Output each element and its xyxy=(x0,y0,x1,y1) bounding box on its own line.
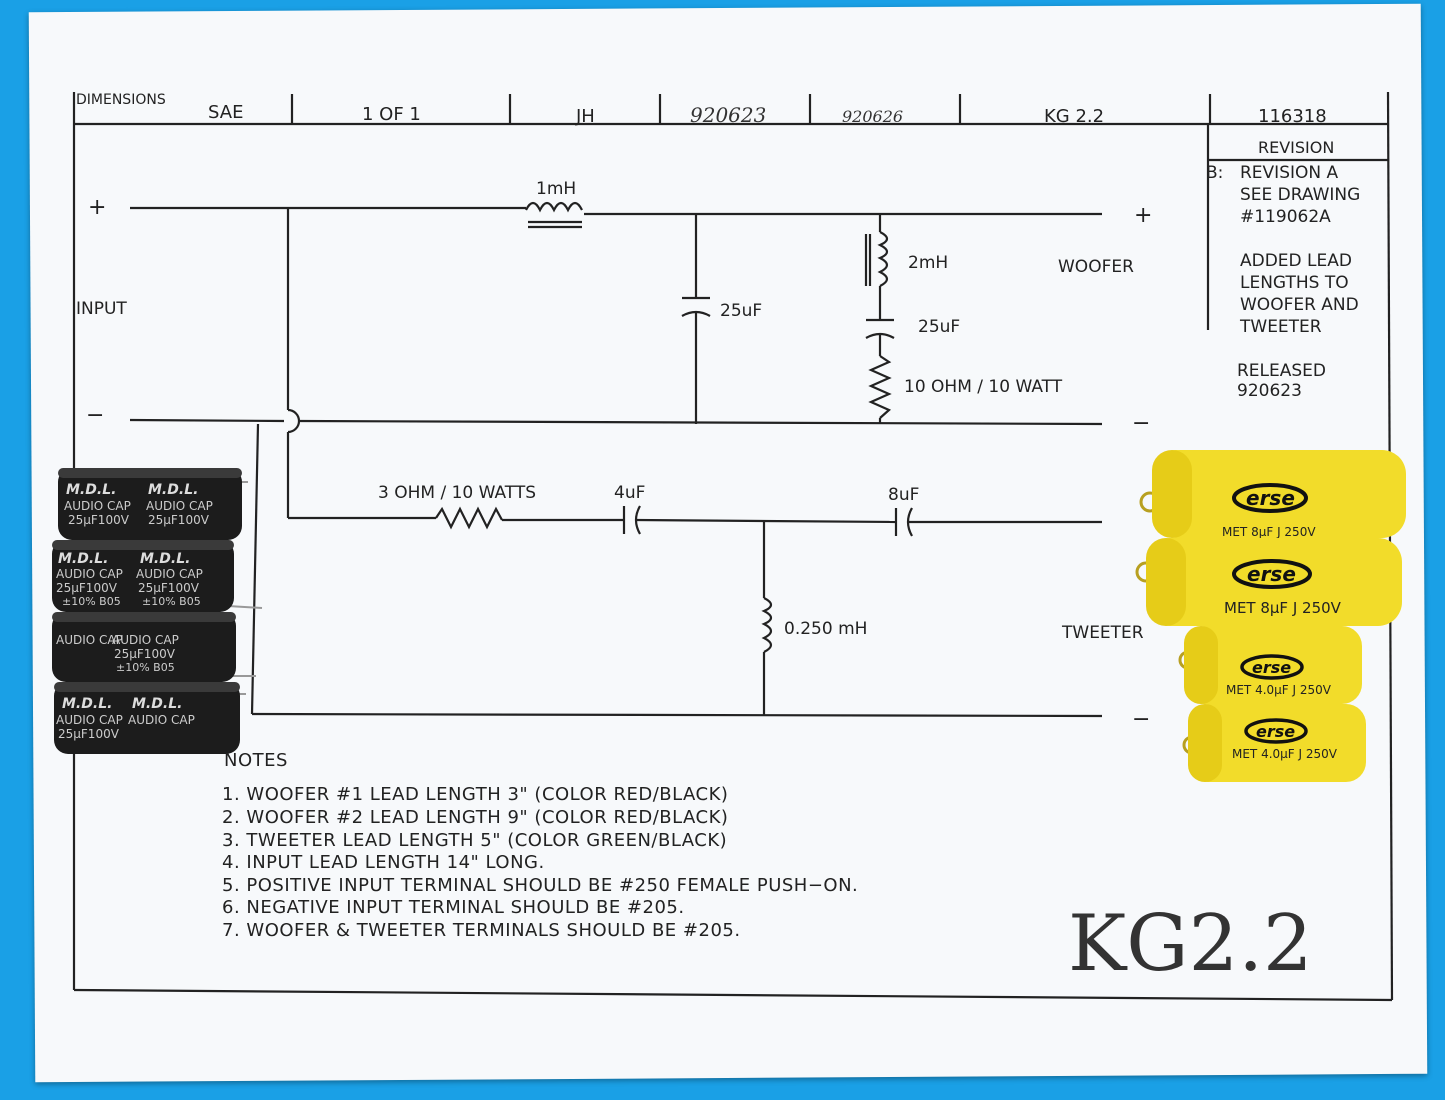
r2-label: 3 OHM / 10 WATTS xyxy=(378,483,536,503)
cap-line: 25µF100V xyxy=(68,513,130,527)
note-item: 7. WOOFER & TWEETER TERMINALS SHOULD BE … xyxy=(222,920,741,941)
resistor-r2 xyxy=(435,506,503,530)
standard-label: SAE xyxy=(208,102,243,123)
cap-value: MET 8µF J 250V xyxy=(1222,525,1316,539)
cap-line: 25µF100V xyxy=(58,727,120,741)
cap-brand: erse xyxy=(1246,486,1295,510)
cap-brand: erse xyxy=(1256,722,1295,741)
woofer-plus: + xyxy=(1134,203,1152,228)
drawn-date: 920623 xyxy=(690,103,766,127)
tweeter-minus: − xyxy=(1132,707,1150,732)
yellow-capacitor: erse MET 8µF J 250V xyxy=(1139,450,1406,539)
l3-label: 0.250 mH xyxy=(784,619,867,639)
black-capacitor: M.D.L. M.D.L. AUDIO CAP AUDIO CAP 25µF10… xyxy=(58,468,248,540)
note-item: 5. POSITIVE INPUT TERMINAL SHOULD BE #25… xyxy=(222,875,859,896)
cap-line: AUDIO CAP xyxy=(112,633,179,647)
inductor-l1 xyxy=(525,201,583,229)
notes-title: NOTES xyxy=(224,750,288,771)
black-capacitor: M.D.L. M.D.L. AUDIO CAP AUDIO CAP 25µF10… xyxy=(52,540,263,612)
cap-value: MET 8µF J 250V xyxy=(1224,599,1342,617)
cap-brand: M.D.L. xyxy=(132,696,182,712)
yellow-capacitor: erse MET 4.0µF J 250V xyxy=(1178,626,1362,704)
note-item: 1. WOOFER #1 LEAD LENGTH 3" (COLOR RED/B… xyxy=(222,784,729,805)
l1-label: 1mH xyxy=(536,179,576,199)
cap-brand: M.D.L. xyxy=(58,551,108,567)
black-capacitor: AUDIO CAP AUDIO CAP 25µF100V ±10% B05 xyxy=(52,612,256,682)
note-item: 4. INPUT LEAD LENGTH 14" LONG. xyxy=(222,852,545,873)
input-plus: + xyxy=(88,195,106,220)
yellow-capacitor: erse MET 8µF J 250V xyxy=(1135,538,1402,626)
input-minus: − xyxy=(86,403,104,428)
l2-label: 2mH xyxy=(908,253,948,273)
cap-brand: M.D.L. xyxy=(140,551,190,567)
revision-line: ADDED LEAD xyxy=(1240,251,1352,271)
cap-brand: M.D.L. xyxy=(148,482,198,498)
cap-brand: M.D.L. xyxy=(62,696,112,712)
c2-label: 25uF xyxy=(918,317,960,337)
cap-line: ±10% B05 xyxy=(142,595,201,608)
revision-lines: REVISION A SEE DRAWING #119062A ADDED LE… xyxy=(1239,163,1360,337)
tweeter-label: TWEETER xyxy=(1061,623,1144,643)
model-label: KG 2.2 xyxy=(1044,106,1104,127)
cap-line: AUDIO CAP xyxy=(56,567,123,581)
revision-line: #119062A xyxy=(1240,207,1331,227)
revision-letter: B: xyxy=(1206,163,1223,183)
revision-line: TWEETER xyxy=(1239,317,1322,337)
note-item: 6. NEGATIVE INPUT TERMINAL SHOULD BE #20… xyxy=(222,897,685,918)
capacitor-c4 xyxy=(894,507,913,537)
cap-brand: erse xyxy=(1252,658,1291,677)
cap-line: 25µF100V xyxy=(114,647,176,661)
sheet-label: 1 OF 1 xyxy=(362,104,421,125)
input-label: INPUT xyxy=(76,299,127,319)
note-item: 3. TWEETER LEAD LENGTH 5" (COLOR GREEN/B… xyxy=(222,830,728,851)
yellow-capacitor: erse MET 4.0µF J 250V xyxy=(1182,704,1366,782)
dimensions-label: DIMENSIONS xyxy=(76,92,166,108)
cap-line: ±10% B05 xyxy=(116,661,175,674)
cap-brand: M.D.L. xyxy=(66,482,116,498)
cap-line: 25µF100V xyxy=(56,581,118,595)
cap-value: MET 4.0µF J 250V xyxy=(1226,683,1332,697)
woofer-label: WOOFER xyxy=(1058,257,1134,277)
checked-date: 920626 xyxy=(842,107,903,126)
capacitor-c3 xyxy=(622,505,641,535)
cap-line: 25µF100V xyxy=(138,581,200,595)
c4-label: 8uF xyxy=(888,485,919,505)
cap-value: MET 4.0µF J 250V xyxy=(1232,747,1338,761)
woofer-minus: − xyxy=(1132,411,1150,436)
drawn-by: JH xyxy=(575,106,595,127)
note-item: 2. WOOFER #2 LEAD LENGTH 9" (COLOR RED/B… xyxy=(222,807,729,828)
circuit-wires xyxy=(129,206,1103,718)
inductor-l3 xyxy=(761,597,773,653)
inductor-l2 xyxy=(864,231,889,287)
cap-line: ±10% B05 xyxy=(62,595,121,608)
cap-line: AUDIO CAP xyxy=(146,499,213,513)
revision-header: REVISION xyxy=(1258,138,1334,157)
revision-line: SEE DRAWING xyxy=(1240,185,1360,205)
r1-label: 10 OHM / 10 WATT xyxy=(904,377,1063,397)
cap-line: AUDIO CAP xyxy=(56,633,123,647)
capacitor-c1 xyxy=(681,296,711,317)
cap-line: AUDIO CAP xyxy=(64,499,131,513)
cap-line: AUDIO CAP xyxy=(56,713,123,727)
cap-line: AUDIO CAP xyxy=(128,713,195,727)
c3-label: 4uF xyxy=(614,483,645,503)
released-date: 920623 xyxy=(1237,381,1302,401)
cap-line: AUDIO CAP xyxy=(136,567,203,581)
revision-line: LENGTHS TO xyxy=(1240,273,1349,293)
revision-line: REVISION A xyxy=(1240,163,1339,183)
cap-line: 25µF100V xyxy=(148,513,210,527)
black-capacitor: M.D.L. M.D.L. AUDIO CAP AUDIO CAP 25µF10… xyxy=(54,682,246,754)
resistor-r1 xyxy=(868,355,892,419)
handwritten-model: KG2.2 xyxy=(1068,899,1313,989)
drawing-number: 116318 xyxy=(1258,106,1327,127)
capacitor-c2 xyxy=(865,318,895,339)
cap-brand: erse xyxy=(1247,562,1296,586)
released-label: RELEASED xyxy=(1237,361,1326,381)
revision-line: WOOFER AND xyxy=(1240,295,1359,315)
c1-label: 25uF xyxy=(720,301,762,321)
